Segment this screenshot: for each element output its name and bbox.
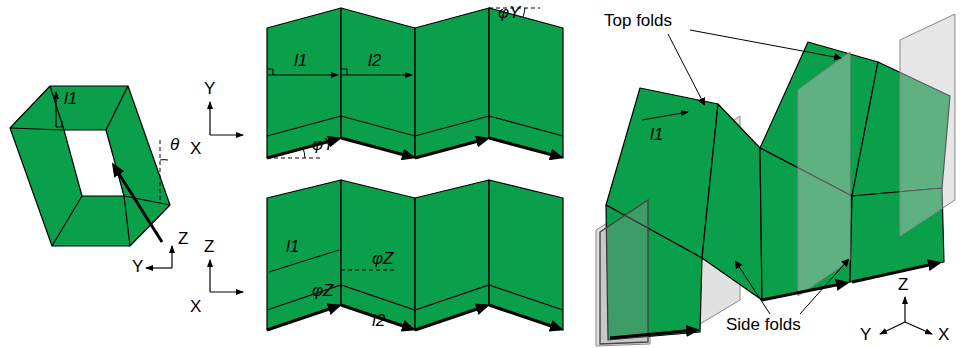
angle-label: φZ (372, 250, 393, 269)
angle-label: θ (170, 136, 179, 155)
axis-label: X (190, 298, 201, 317)
angle-label: φZ (312, 282, 333, 301)
dimension-label: l1 (64, 90, 77, 109)
axis-label: Z (898, 276, 908, 295)
callout-text: Top folds (604, 12, 672, 31)
dimension-label: l1 (294, 52, 307, 71)
axis-label: Y (132, 258, 143, 277)
axis-label: X (938, 326, 949, 345)
dimension-label: l2 (368, 52, 381, 71)
dimension-label: l2 (372, 312, 385, 331)
axis-label: X (190, 140, 201, 159)
callout-text: Side folds (726, 316, 801, 335)
axis-label: Z (204, 238, 214, 257)
dimension-label: l1 (286, 238, 299, 257)
axis-label: Y (204, 80, 215, 99)
dimension-label: l1 (650, 126, 663, 145)
axis-label: Z (178, 230, 188, 249)
angle-label: φY (498, 4, 520, 23)
axis-label: Y (860, 326, 871, 345)
angle-label: φY (312, 136, 334, 155)
